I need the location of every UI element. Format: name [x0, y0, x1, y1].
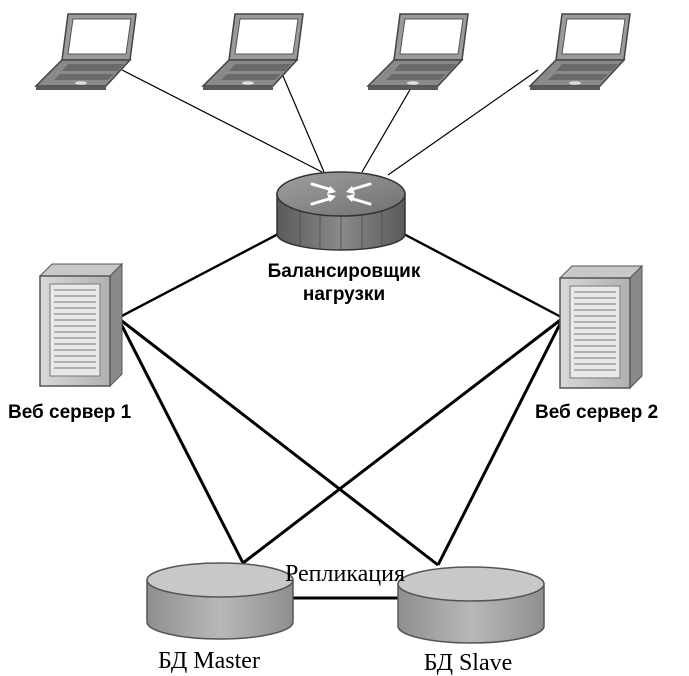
server-tower-icon	[559, 265, 643, 389]
client-laptop-1	[35, 13, 137, 91]
client-laptop-3	[367, 13, 469, 91]
client-laptop-4	[529, 13, 631, 91]
db-master-label: БД Master	[158, 648, 260, 674]
link-web2-master	[242, 316, 564, 565]
link-web1-master	[116, 317, 245, 564]
laptop-icon	[367, 13, 469, 91]
link-balancer-web2	[399, 230, 564, 320]
link-client-3	[361, 75, 419, 173]
web-server-2: Веб сервер 2	[535, 265, 658, 423]
db-links	[116, 316, 565, 567]
server-tower-icon	[39, 263, 123, 387]
link-web2-slave	[436, 317, 565, 566]
link-client-4	[387, 69, 539, 176]
web-server-1: Веб сервер 1	[8, 263, 132, 423]
db-slave: БД Slave	[397, 566, 545, 676]
load-balancer: Балансировщик нагрузки	[268, 171, 421, 305]
replication-label: Репликация	[285, 561, 405, 587]
link-client-1	[121, 69, 323, 173]
link-web1-slave	[117, 316, 439, 567]
client-laptop-2	[202, 13, 304, 91]
db-master: БД Master	[146, 562, 294, 674]
laptop-icon	[202, 13, 304, 91]
database-icon	[146, 562, 294, 640]
link-client-2	[282, 75, 325, 173]
balancer-links	[117, 230, 564, 320]
load-balancer-label-line1: Балансировщик	[268, 261, 421, 282]
laptop-icon	[35, 13, 137, 91]
db-slave-label: БД Slave	[424, 650, 513, 676]
load-balancer-label-line2: нагрузки	[303, 284, 385, 305]
laptop-icon	[529, 13, 631, 91]
web-server-2-label: Веб сервер 2	[535, 402, 658, 423]
link-balancer-web1	[117, 230, 283, 320]
client-links	[121, 69, 539, 176]
database-icon	[397, 566, 545, 644]
router-icon	[276, 171, 406, 251]
web-server-1-label: Веб сервер 1	[8, 402, 132, 423]
